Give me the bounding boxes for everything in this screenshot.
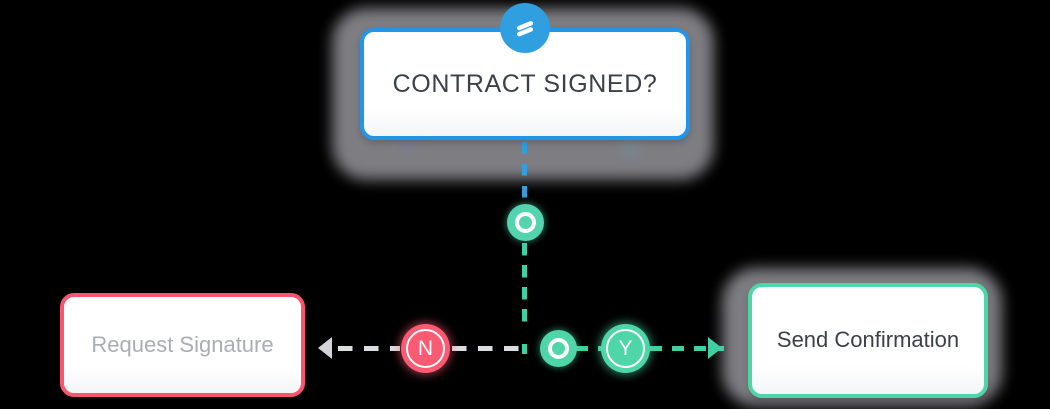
edge-else-vertical	[522, 243, 527, 331]
badge-ring	[515, 212, 536, 233]
arrowhead-right-icon	[708, 337, 722, 359]
connector-badge-else-mid[interactable]	[540, 330, 577, 367]
connector-badge-no-label: N	[417, 337, 434, 360]
node-request-signature[interactable]: Request Signature	[60, 293, 305, 397]
node-send-confirmation[interactable]: Send Confirmation	[748, 283, 988, 398]
badge-ring	[406, 329, 445, 368]
double-slash-icon[interactable]	[500, 3, 550, 53]
badge-ring	[606, 329, 645, 368]
connector-badge-yes[interactable]: Y	[601, 324, 650, 373]
edge-decision-to-junction	[522, 142, 527, 204]
connector-badge-yes-label: Y	[618, 337, 633, 360]
badge-ring	[548, 338, 569, 359]
node-send-confirmation-label: Send Confirmation	[776, 327, 960, 353]
edge-no-to-reject	[338, 346, 400, 351]
edge-else-junction-stub	[522, 344, 527, 354]
connector-badge-no[interactable]: N	[401, 324, 450, 373]
node-request-signature-label: Request Signature	[91, 331, 274, 357]
edge-else-to-yes	[576, 346, 602, 351]
edge-yes-to-confirm	[650, 346, 724, 351]
edge-junction-to-no	[452, 346, 524, 351]
arrowhead-left-icon	[318, 337, 332, 359]
node-decision-label: CONTRACT SIGNED?	[392, 70, 658, 98]
connector-badge-else-top[interactable]	[507, 204, 544, 241]
